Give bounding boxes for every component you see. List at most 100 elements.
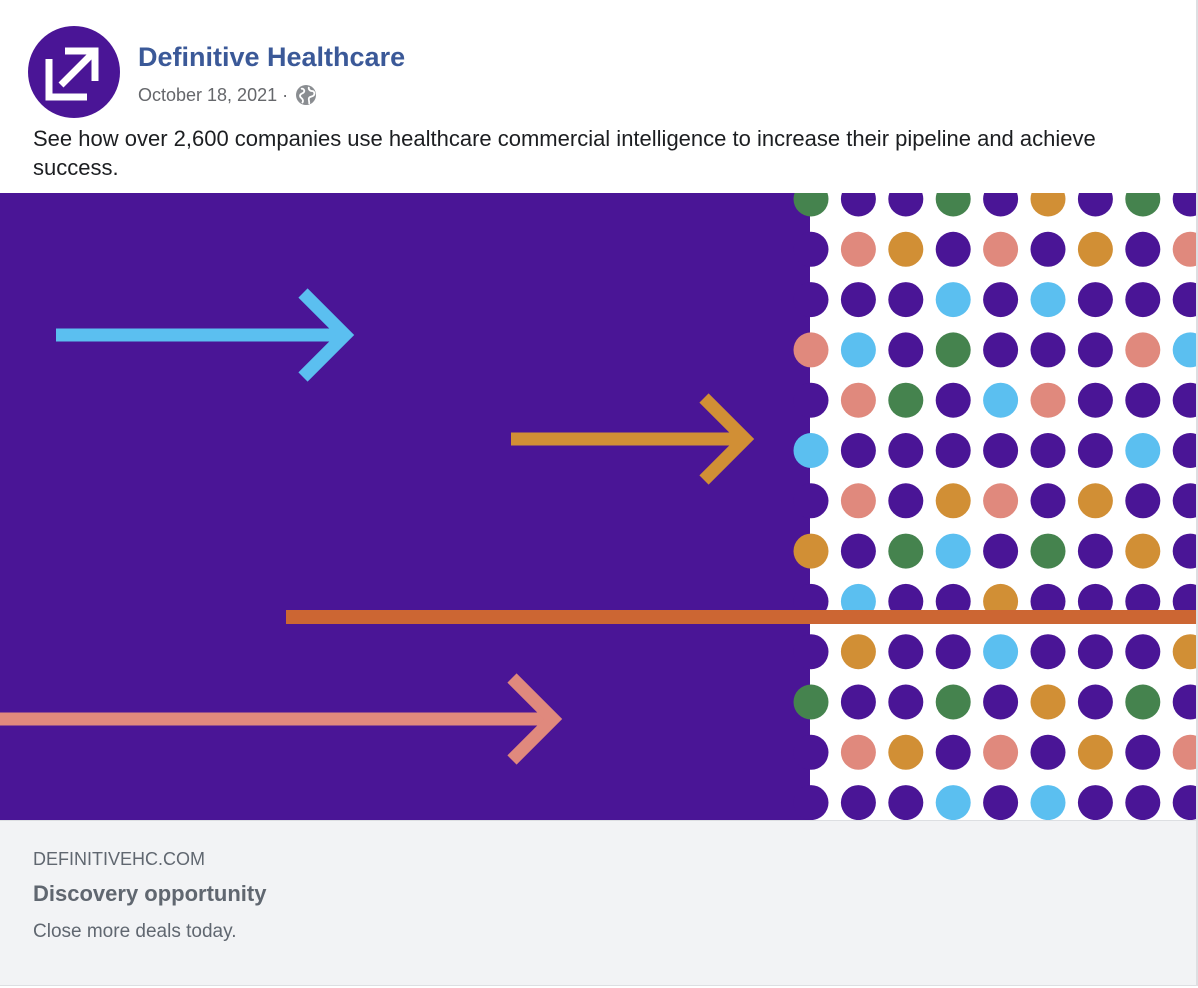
banner-dot [935,785,971,820]
banner-dot [935,533,971,569]
banner-dot [1030,433,1066,468]
banner-dot [983,231,1019,267]
banner-dot [1172,332,1196,368]
banner-dot [1030,734,1066,770]
globe-icon[interactable] [294,83,318,107]
banner-dot [1077,382,1113,418]
banner-dot [840,684,876,720]
banner-dot [1172,193,1196,217]
banner-dot [983,433,1019,468]
banner-dot [840,785,876,820]
gold-arrow-icon [511,393,755,485]
banner-dot [793,332,829,368]
banner-dot [1172,483,1196,519]
banner-dot [1125,433,1161,468]
banner-dot [935,332,971,368]
banner-dot [840,193,876,217]
blue-arrow-icon [56,288,355,382]
banner-dot [1172,634,1196,670]
banner-dot [983,634,1019,670]
banner-dot [1077,282,1113,318]
banner-dot [888,433,924,468]
banner-dot [888,193,924,217]
banner-dot [1030,332,1066,368]
banner-dot [983,533,1019,569]
banner-dot [793,231,829,267]
banner-dot [1077,433,1113,468]
banner-dot [888,382,924,418]
banner-artwork [0,193,1196,820]
banner-dot [1172,282,1196,318]
banner-dot [840,282,876,318]
banner-dot [888,332,924,368]
banner-dot [1172,382,1196,418]
page-avatar[interactable] [28,26,120,118]
banner-dot [1077,231,1113,267]
banner-dot [840,332,876,368]
banner-dot [983,332,1019,368]
banner-dot [1030,785,1066,820]
banner-dot [935,231,971,267]
banner-dot [1030,533,1066,569]
banner-dot [1172,533,1196,569]
banner-dot [983,193,1019,217]
banner-dot [840,231,876,267]
banner-dot [983,785,1019,820]
banner-dot [793,483,829,519]
banner-dot [1077,533,1113,569]
banner-dot [793,193,829,217]
banner-dot [1030,684,1066,720]
banner-dot [1030,231,1066,267]
banner-dot [935,382,971,418]
link-preview-card[interactable]: DEFINITIVEHC.COM Discovery opportunity C… [0,820,1196,985]
page-name-link[interactable]: Definitive Healthcare [138,42,406,72]
banner-dot [1125,231,1161,267]
banner-dot [1125,684,1161,720]
banner-dot [1172,231,1196,267]
banner-dot [793,734,829,770]
banner-dot [1172,734,1196,770]
banner-dot [983,684,1019,720]
banner-dot [888,734,924,770]
banner-dot [1030,483,1066,519]
banner-dot [840,533,876,569]
meta-separator: · [282,84,289,105]
banner-dot [983,734,1019,770]
banner-dot [888,634,924,670]
post-meta: October 18, 2021 · [138,83,318,107]
banner-dot [1030,282,1066,318]
link-headline[interactable]: Discovery opportunity [33,881,267,906]
banner-dot [1172,433,1196,468]
banner-dot [840,634,876,670]
banner-dot [793,634,829,670]
banner-dot [1077,483,1113,519]
link-domain: DEFINITIVEHC.COM [33,849,206,869]
banner-dot [935,634,971,670]
banner-dot [888,785,924,820]
banner-dot [935,433,971,468]
banner-dot [793,433,829,468]
banner-dot [793,382,829,418]
banner-dot [1125,634,1161,670]
banner-dot [840,433,876,468]
banner-dot [935,734,971,770]
banner-dot [1077,785,1113,820]
banner-dot [1077,684,1113,720]
banner-dot [1125,282,1161,318]
dot-grid [793,193,1196,820]
pink-arrow-icon [0,673,563,765]
banner-dot [888,684,924,720]
banner-dot [888,533,924,569]
banner-dot [1077,332,1113,368]
banner-dot [1077,734,1113,770]
banner-dot [1125,382,1161,418]
banner-dot [1125,483,1161,519]
banner-dot [888,483,924,519]
ad-banner-image[interactable] [0,193,1196,820]
banner-dot [1172,785,1196,820]
banner-dot [1030,382,1066,418]
post-date[interactable]: October 18, 2021 [138,84,278,105]
banner-dot [935,684,971,720]
banner-dot [1125,533,1161,569]
